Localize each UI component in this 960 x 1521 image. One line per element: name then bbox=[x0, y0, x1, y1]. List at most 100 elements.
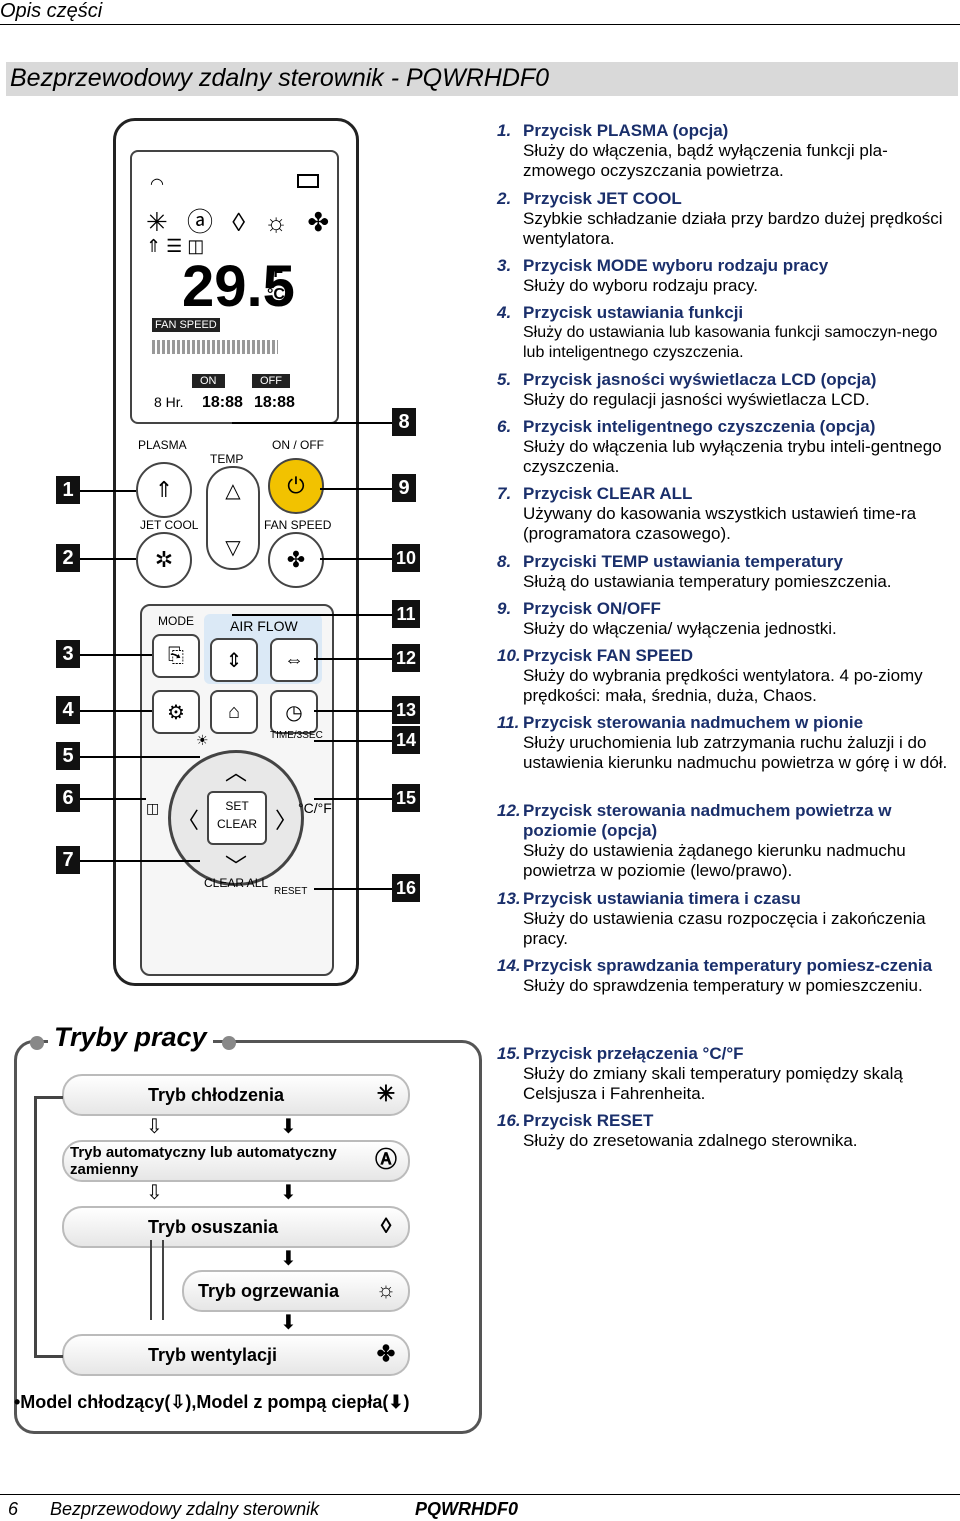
temp-down-icon: ▽ bbox=[225, 537, 241, 559]
bypass-arrow-outline bbox=[150, 1240, 164, 1320]
list-item: 12.Przycisk sterowania nadmuchem powietr… bbox=[497, 801, 957, 881]
footer-document: Bezprzewodowy zdalny sterownik bbox=[50, 1499, 320, 1519]
mode-label: Tryb wentylacji bbox=[148, 1344, 278, 1365]
list-item: 11.Przycisk sterowania nadmuchem w pioni… bbox=[497, 713, 957, 773]
plasma-button[interactable]: ⇑ bbox=[136, 462, 192, 518]
page-title: Bezprzewodowy zdalny sterownik - PQWRHDF… bbox=[10, 64, 550, 92]
fan-speed-button[interactable]: ✤ bbox=[268, 532, 324, 588]
mode-label: Tryb ogrzewania bbox=[198, 1280, 340, 1301]
arrow-outline-icon: ⇩ bbox=[146, 1116, 163, 1138]
item-description: Szybkie schładzanie działa przy bardzo d… bbox=[523, 209, 943, 248]
temp-buttons[interactable]: △ ▽ bbox=[206, 466, 260, 570]
mode-button[interactable]: ⎘ bbox=[152, 634, 200, 678]
nav-up-icon: ︿ bbox=[225, 760, 248, 785]
lcd-timer-on: 18:88 bbox=[202, 394, 243, 411]
leader-line-14 bbox=[314, 740, 392, 742]
item-number: 8. bbox=[497, 552, 512, 571]
plasma-icon: ⇑ bbox=[154, 477, 174, 502]
leader-line-2 bbox=[80, 558, 136, 560]
tag-3: 3 bbox=[56, 640, 80, 668]
item-heading: Przycisk sprawdzania temperatury pomiesz… bbox=[523, 956, 933, 975]
tag-9: 9 bbox=[392, 474, 416, 502]
item-heading: Przyciski TEMP ustawiania temperatury bbox=[523, 552, 843, 571]
clock-icon: ◷ bbox=[285, 701, 303, 724]
item-description: Służy do ustawiania lub kasowania funkcj… bbox=[523, 324, 938, 361]
item-number: 2. bbox=[497, 189, 512, 208]
mode-heating: Tryb ogrzewania☼ bbox=[182, 1270, 410, 1312]
item-number: 10. bbox=[497, 646, 521, 665]
page-number: 6 bbox=[8, 1499, 19, 1519]
reset-label: RESET bbox=[274, 886, 308, 897]
clear-label: CLEAR bbox=[216, 817, 257, 831]
on-off-label: ON / OFF bbox=[272, 438, 324, 452]
function-button[interactable]: ⚙ bbox=[152, 690, 200, 734]
tag-16: 16 bbox=[392, 874, 420, 902]
item-number: 11. bbox=[497, 713, 520, 732]
leader-line-1 bbox=[80, 490, 136, 492]
nav-left-icon: 〈 bbox=[177, 808, 200, 833]
lcd-unit-c: °C bbox=[267, 286, 285, 303]
horizontal-arrows-icon: ⇔ bbox=[284, 648, 304, 671]
vertical-airflow-button[interactable]: ⇕ bbox=[210, 638, 258, 682]
fan-icon: ✤ bbox=[286, 547, 306, 572]
jet-cool-button[interactable]: ✲ bbox=[136, 532, 192, 588]
item-heading: Przycisk FAN SPEED bbox=[523, 646, 694, 665]
mode-label: MODE bbox=[158, 614, 194, 628]
item-description: Służy do wyboru rodzaju pracy. bbox=[523, 276, 758, 295]
mode-icon: ⎘ bbox=[168, 644, 184, 667]
room-temp-button[interactable]: ⌂ bbox=[210, 690, 258, 734]
lcd-display: ◠ ✳ ⓐ ◊ ☼ ✤ ⇑ ☰ ◫ 29.5 °F °C FAN SPEED O… bbox=[130, 150, 339, 424]
snowflake-icon: ✳ bbox=[376, 1081, 396, 1106]
item-description: Służy do wybrania prędkości wentylatora.… bbox=[523, 666, 923, 705]
item-heading: Przycisk PLASMA (opcja) bbox=[523, 121, 729, 140]
item-description: Służy do sprawdzenia temperatury w pomie… bbox=[523, 976, 923, 995]
item-description: Służy do włączenia lub wyłączenia trybu … bbox=[523, 437, 942, 476]
item-heading: Przycisk RESET bbox=[523, 1111, 654, 1130]
lcd-fan-bar bbox=[152, 340, 278, 354]
item-heading: Przycisk sterowania nadmuchem powietrza … bbox=[523, 801, 892, 840]
tag-4: 4 bbox=[56, 696, 80, 724]
arrow-solid-icon: ⬇ bbox=[280, 1312, 297, 1334]
tag-6: 6 bbox=[56, 784, 80, 812]
item-number: 14. bbox=[497, 956, 521, 975]
lcd-on-label: ON bbox=[192, 374, 225, 388]
item-description: Służy do włączenia/ wyłączenia jednostki… bbox=[523, 619, 837, 638]
item-number: 4. bbox=[497, 303, 512, 322]
navigation-pad[interactable]: ︿ ﹀ 〈 〉 SET CLEAR bbox=[168, 750, 304, 886]
smart-clean-icon: ◫ bbox=[146, 800, 160, 816]
tag-8: 8 bbox=[392, 408, 416, 436]
droplet-icon: ◊ bbox=[380, 1213, 392, 1238]
arrow-solid-icon: ⬇ bbox=[280, 1182, 297, 1204]
section-header: Opis części bbox=[0, 0, 103, 22]
item-heading: Przycisk ON/OFF bbox=[523, 599, 661, 618]
item-number: 13. bbox=[497, 889, 521, 908]
item-number: 12. bbox=[497, 801, 521, 820]
item-heading: Przycisk inteligentnego czyszczenia (opc… bbox=[523, 417, 876, 436]
home-temp-icon: ⌂ bbox=[227, 700, 241, 723]
set-clear-button[interactable]: SET CLEAR bbox=[207, 791, 267, 845]
item-number: 6. bbox=[497, 417, 512, 436]
lcd-unit-f: °F bbox=[267, 264, 284, 281]
tag-10: 10 bbox=[392, 544, 420, 572]
signal-icon: ◠ bbox=[150, 176, 164, 193]
leader-line-7 bbox=[80, 860, 200, 862]
item-description: Służy do zmiany skali temperatury pomięd… bbox=[523, 1064, 903, 1103]
leader-line-4 bbox=[80, 710, 152, 712]
item-number: 15. bbox=[497, 1044, 521, 1063]
mode-dry: Tryb osuszania◊ bbox=[62, 1206, 410, 1248]
tag-12: 12 bbox=[392, 644, 420, 672]
item-number: 16. bbox=[497, 1111, 521, 1130]
on-off-button[interactable]: ⏻ bbox=[268, 458, 324, 514]
timer-button[interactable]: ◷ bbox=[270, 690, 318, 734]
temp-label: TEMP bbox=[210, 452, 244, 466]
horizontal-airflow-button[interactable]: ⇔ bbox=[270, 638, 318, 682]
leader-line-6 bbox=[80, 798, 146, 800]
item-description: Służy do ustawienia czasu rozpoczęcia i … bbox=[523, 909, 926, 948]
temp-up-icon: △ bbox=[225, 480, 241, 502]
